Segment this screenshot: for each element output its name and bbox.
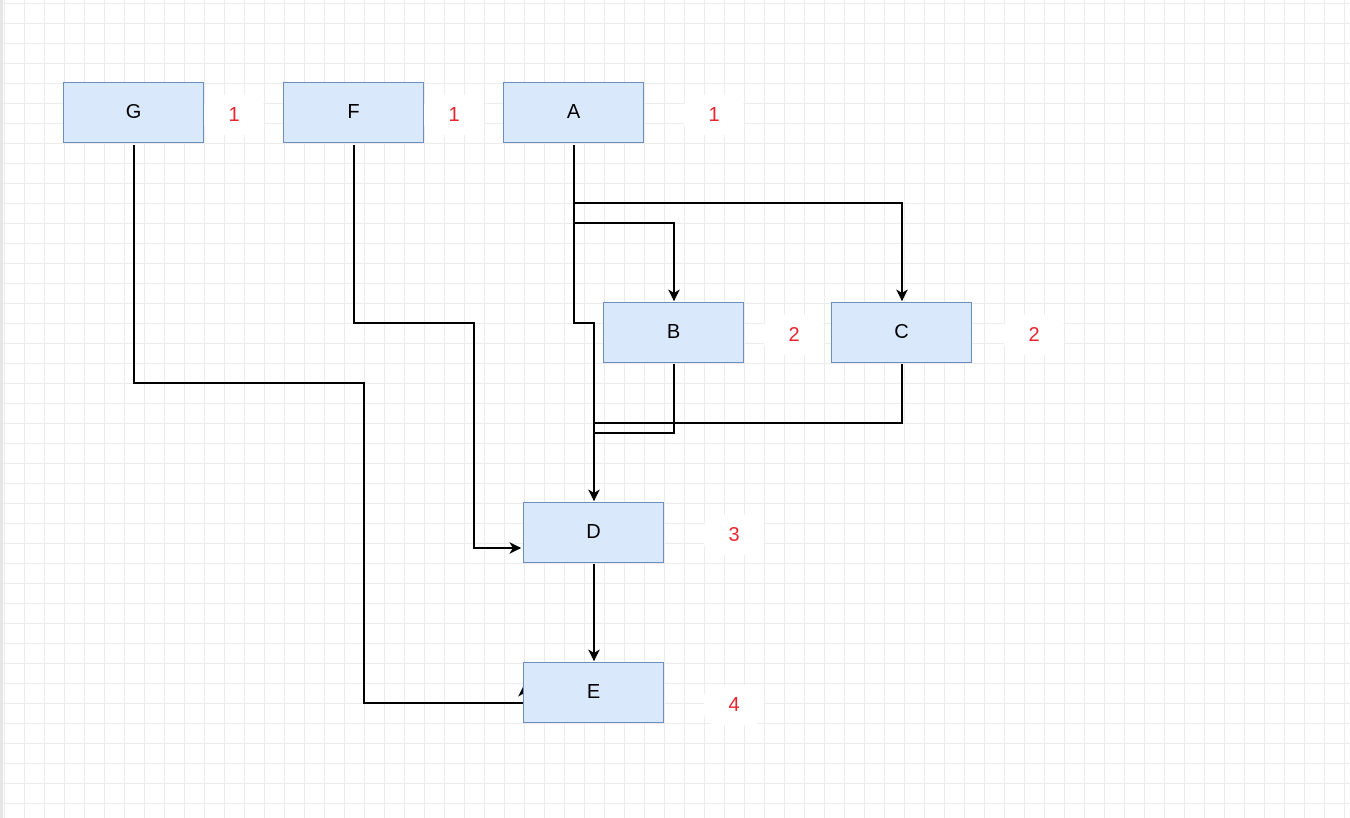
- node-b[interactable]: B: [603, 302, 744, 363]
- edge-f-d[interactable]: [353, 145, 522, 554]
- level-label-c[interactable]: 2: [1004, 315, 1064, 355]
- node-c[interactable]: C: [831, 302, 972, 363]
- level-label-b[interactable]: 2: [764, 315, 824, 355]
- node-d[interactable]: D: [523, 502, 664, 563]
- node-g[interactable]: G: [63, 82, 204, 143]
- edge-a-d[interactable]: [573, 145, 600, 502]
- edge-a-b[interactable]: [573, 145, 680, 302]
- node-f[interactable]: F: [283, 82, 424, 143]
- node-a[interactable]: A: [503, 82, 644, 143]
- node-e[interactable]: E: [523, 662, 664, 723]
- level-label-f[interactable]: 1: [424, 95, 484, 135]
- level-label-a[interactable]: 1: [684, 95, 744, 135]
- level-label-e[interactable]: 4: [704, 685, 764, 725]
- edge-g-e[interactable]: [133, 145, 530, 704]
- level-label-d[interactable]: 3: [704, 515, 764, 555]
- edge-b-d[interactable]: [594, 364, 675, 434]
- level-label-g[interactable]: 1: [204, 95, 264, 135]
- edge-c-d[interactable]: [594, 364, 903, 424]
